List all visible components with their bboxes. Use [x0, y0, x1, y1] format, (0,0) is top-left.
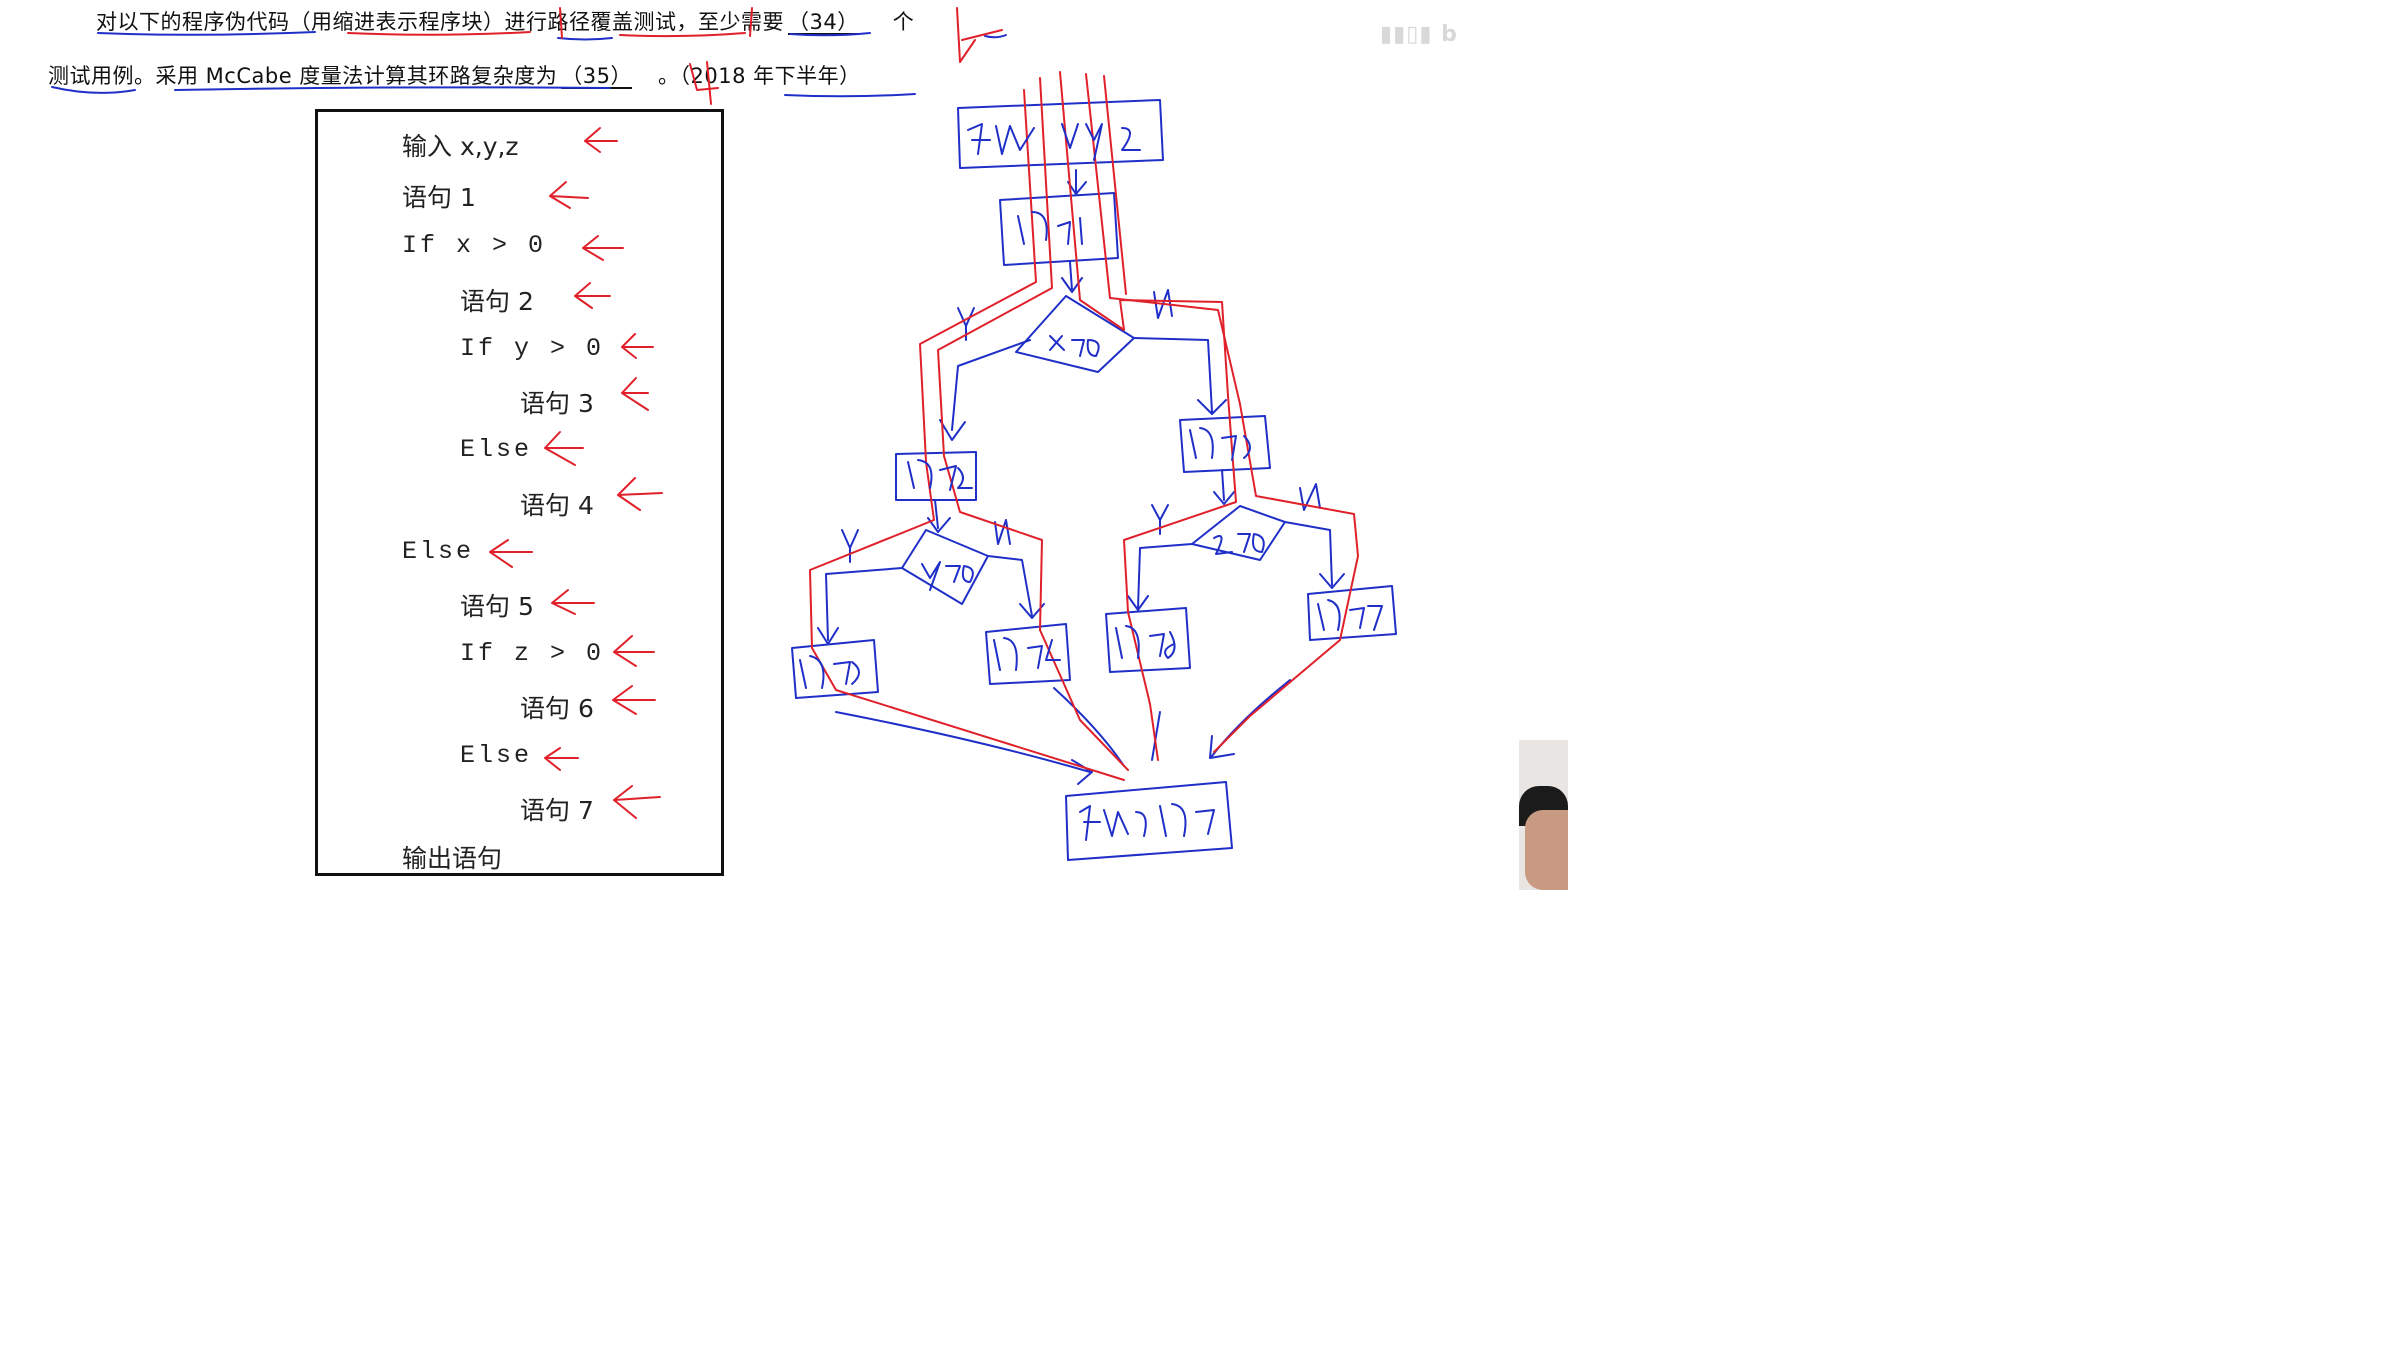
statement-5-box	[1179, 415, 1271, 473]
red-underlines	[347, 7, 1003, 105]
code-line: 语句 3	[520, 389, 594, 418]
path-lines	[809, 71, 1359, 781]
question-text-1: 对以下的程序伪代码（用缩进表示程序块）进行路径覆盖测试，至少需要	[96, 10, 784, 34]
annotation-layer	[51, 7, 1397, 861]
box-scribbles	[799, 123, 1383, 841]
webcam-face	[1525, 810, 1568, 890]
code-line: Else	[402, 537, 475, 566]
code-line: 语句 5	[460, 592, 534, 621]
statement-3-box	[791, 639, 879, 699]
code-line: 语句 6	[520, 694, 594, 723]
code-line: If x > 0	[402, 231, 547, 260]
question-text-1-tail: 个	[892, 10, 915, 34]
statement-4-box	[985, 623, 1071, 685]
code-line: If z > 0	[460, 639, 605, 668]
code-line: 输出语句	[402, 844, 503, 873]
code-line: 语句 4	[520, 491, 594, 520]
watermark-logo: ▮▮▯▮ b	[1380, 22, 1458, 47]
code-line: Else	[460, 435, 533, 464]
statement-6-box	[1105, 607, 1191, 673]
blank-34: （34）	[788, 10, 859, 34]
statement-1-box	[999, 192, 1119, 266]
output-box	[1065, 781, 1233, 861]
decision-x-box	[1015, 295, 1135, 373]
blank-35: （35）	[561, 64, 633, 88]
code-line: Else	[460, 741, 533, 770]
question-text-2: 测试用例。采用 McCabe 度量法计算其环路复杂度为	[48, 64, 558, 88]
input-box	[957, 99, 1164, 169]
flowchart	[791, 99, 1397, 861]
statement-7-box	[1307, 585, 1397, 641]
code-line: If y > 0	[460, 334, 605, 363]
code-line: 语句 7	[520, 796, 594, 825]
code-line: 语句 1	[402, 183, 476, 212]
blue-underlines	[51, 31, 1007, 98]
question-line-1: 对以下的程序伪代码（用缩进表示程序块）进行路径覆盖测试，至少需要（34） 个	[96, 6, 914, 36]
statement-2-box	[895, 451, 977, 501]
decision-y-box	[901, 529, 989, 605]
code-line: 输入 x,y,z	[402, 132, 519, 161]
code-line: 语句 2	[460, 287, 534, 316]
webcam-overlay	[1519, 740, 1568, 890]
code-arrows	[489, 127, 663, 819]
